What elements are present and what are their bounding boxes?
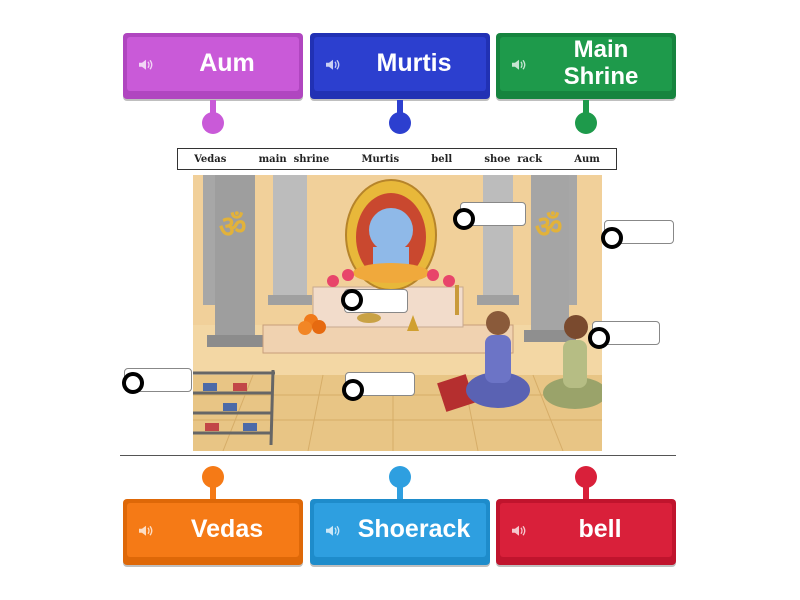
speaker-icon[interactable] bbox=[510, 523, 526, 539]
word-aum: Aum bbox=[574, 153, 600, 165]
word-shoe-rack: shoe rack bbox=[484, 153, 543, 165]
pin-stem bbox=[583, 100, 589, 114]
ring-icon[interactable] bbox=[601, 227, 623, 249]
divider bbox=[120, 455, 676, 456]
pin-stem bbox=[397, 100, 403, 114]
word-bank-strip: Vedas main shrine Murtis bell shoe rack … bbox=[177, 148, 617, 170]
speaker-icon[interactable] bbox=[324, 523, 340, 539]
pin-dot bbox=[202, 466, 224, 488]
pin-dot bbox=[389, 112, 411, 134]
word-vedas: Vedas bbox=[194, 153, 227, 165]
pin-stem bbox=[210, 100, 216, 114]
tile-main-shrine[interactable]: Main Shrine bbox=[496, 33, 676, 99]
speaker-icon[interactable] bbox=[137, 523, 153, 539]
tile-label: Shoerack bbox=[357, 515, 471, 543]
tile-label: Aum bbox=[199, 49, 255, 77]
tile-shoerack[interactable]: Shoerack bbox=[310, 499, 490, 565]
ring-icon[interactable] bbox=[453, 208, 475, 230]
word-murtis: Murtis bbox=[361, 153, 400, 165]
tile-label: Main Shrine bbox=[563, 36, 639, 90]
tile-aum[interactable]: Aum bbox=[123, 33, 303, 99]
tile-vedas[interactable]: Vedas bbox=[123, 499, 303, 565]
pin-stem bbox=[583, 486, 589, 500]
ring-icon[interactable] bbox=[341, 289, 363, 311]
pin-dot bbox=[575, 112, 597, 134]
temple-illustration: ॐ ॐ bbox=[193, 175, 602, 451]
svg-text:ॐ: ॐ bbox=[219, 210, 246, 245]
tile-label: bell bbox=[578, 515, 622, 543]
speaker-icon[interactable] bbox=[324, 57, 340, 73]
tile-label: Murtis bbox=[376, 49, 452, 77]
speaker-icon[interactable] bbox=[137, 57, 153, 73]
tile-label: Vedas bbox=[190, 515, 264, 543]
pin-stem bbox=[210, 486, 216, 500]
pin-dot bbox=[575, 466, 597, 488]
svg-text:ॐ: ॐ bbox=[535, 210, 562, 245]
ring-icon[interactable] bbox=[588, 327, 610, 349]
tile-murtis[interactable]: Murtis bbox=[310, 33, 490, 99]
word-main-shrine: main shrine bbox=[258, 153, 330, 165]
tile-bell[interactable]: bell bbox=[496, 499, 676, 565]
pin-stem bbox=[397, 486, 403, 500]
ring-icon[interactable] bbox=[342, 379, 364, 401]
ring-icon[interactable] bbox=[122, 372, 144, 394]
pin-dot bbox=[389, 466, 411, 488]
speaker-icon[interactable] bbox=[510, 57, 526, 73]
word-bell: bell bbox=[431, 153, 453, 165]
pin-dot bbox=[202, 112, 224, 134]
